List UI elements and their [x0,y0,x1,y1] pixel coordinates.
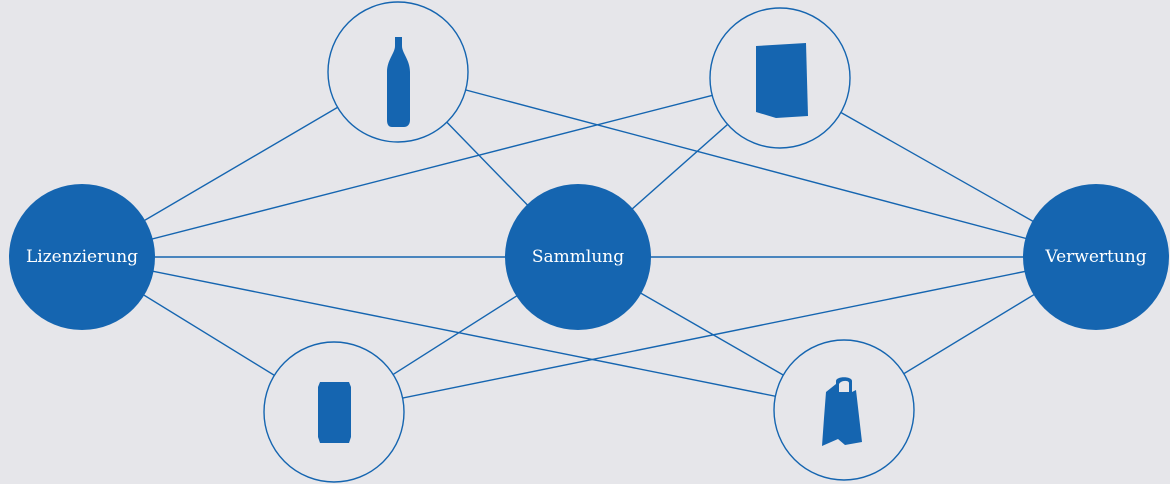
edge-licensing-bag [81,256,845,411]
hub-licensing [9,184,155,330]
packaging-node-bottle [327,1,469,143]
hub-collection [505,184,651,330]
edge-recycling-can [333,256,1097,413]
hub-label-licensing: Lizenzierung [25,247,139,267]
bottle-icon [387,37,410,127]
edge-recycling-bottle [397,71,1097,258]
packaging-node-can [263,341,405,483]
packaging-node-carton [709,7,851,149]
can-icon [318,382,351,443]
hub-label-collection: Sammlung [531,247,625,267]
packaging-node-bag [773,339,915,481]
plastic-bag-icon [822,377,862,446]
hub-label-recycling: Verwertung [1045,247,1147,267]
edge-licensing-carton [81,77,781,258]
carton-icon [756,43,808,118]
hub-recycling [1023,184,1169,330]
